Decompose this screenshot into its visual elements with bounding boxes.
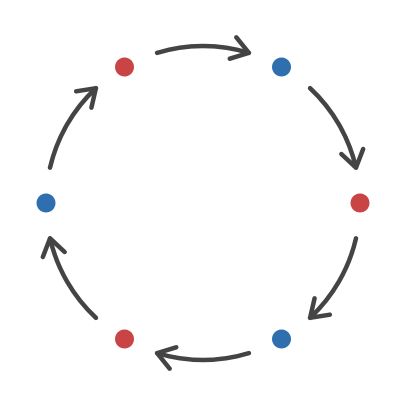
cycle-arrow-5 xyxy=(40,236,99,321)
red-node-1 xyxy=(115,57,134,77)
arrowhead-icon xyxy=(154,345,179,371)
arrowhead-icon xyxy=(227,35,252,61)
arrowhead-icon xyxy=(73,85,99,110)
cycle-arrow-shaft xyxy=(154,43,252,56)
cycle-arrow-6 xyxy=(47,85,99,170)
blue-node-6 xyxy=(36,193,56,213)
cycle-arrow-4 xyxy=(154,345,252,371)
cycle-arrow-shaft xyxy=(47,85,99,170)
blue-node-4 xyxy=(272,329,291,349)
cycle-arrow-2 xyxy=(307,85,366,170)
cycle-arrow-3 xyxy=(307,236,359,321)
cycle-arrow-shaft xyxy=(307,236,359,321)
cycle-arrow-shaft xyxy=(47,236,99,321)
arrowhead-icon xyxy=(339,146,366,170)
cycle-arrow-shaft xyxy=(154,350,252,363)
cycle-arrow-shaft xyxy=(307,85,359,170)
blue-node-2 xyxy=(272,57,291,77)
arrowhead-icon xyxy=(40,236,67,260)
red-node-3 xyxy=(350,193,370,213)
arrowhead-icon xyxy=(307,296,333,321)
cycle-arrow-1 xyxy=(154,35,252,61)
red-node-5 xyxy=(115,329,134,349)
